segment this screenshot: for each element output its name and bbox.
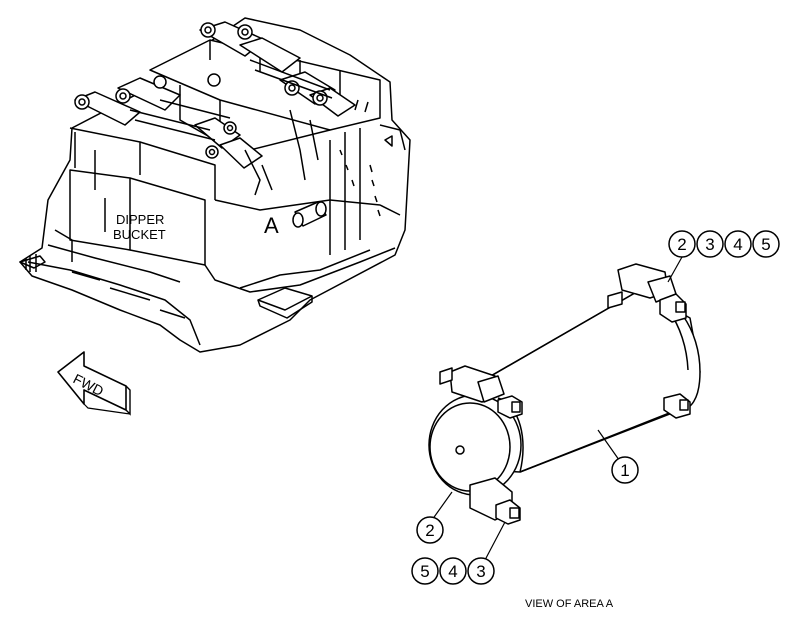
- dipper-label-line1: DIPPER: [116, 212, 164, 227]
- fwd-arrow-icon: FWD: [57, 351, 131, 416]
- svg-text:3: 3: [705, 235, 714, 254]
- dipper-bucket-drawing: [19, 17, 411, 353]
- callout-5-top: 5: [752, 230, 780, 258]
- svg-text:3: 3: [476, 562, 485, 581]
- callout-2-lower: 2: [416, 516, 444, 544]
- dipper-label-line2: BUCKET: [113, 227, 166, 242]
- svg-text:4: 4: [448, 562, 457, 581]
- callout-2-top: 2: [668, 230, 696, 258]
- svg-text:2: 2: [425, 521, 434, 540]
- area-a-marker: A: [264, 213, 279, 238]
- callout-5-bottom: 5: [411, 557, 439, 585]
- cylinder-drawing: [428, 263, 701, 525]
- svg-text:4: 4: [733, 235, 742, 254]
- callout-3-top: 3: [696, 230, 724, 258]
- svg-text:2: 2: [677, 235, 686, 254]
- svg-text:5: 5: [761, 235, 770, 254]
- callout-4-bottom: 4: [439, 557, 467, 585]
- callout-1-cylinder: 1: [611, 456, 639, 484]
- svg-text:1: 1: [620, 461, 629, 480]
- view-caption: VIEW OF AREA A: [525, 598, 614, 610]
- callout-4-top: 4: [724, 230, 752, 258]
- callout-3-bottom: 3: [467, 557, 495, 585]
- svg-text:5: 5: [420, 562, 429, 581]
